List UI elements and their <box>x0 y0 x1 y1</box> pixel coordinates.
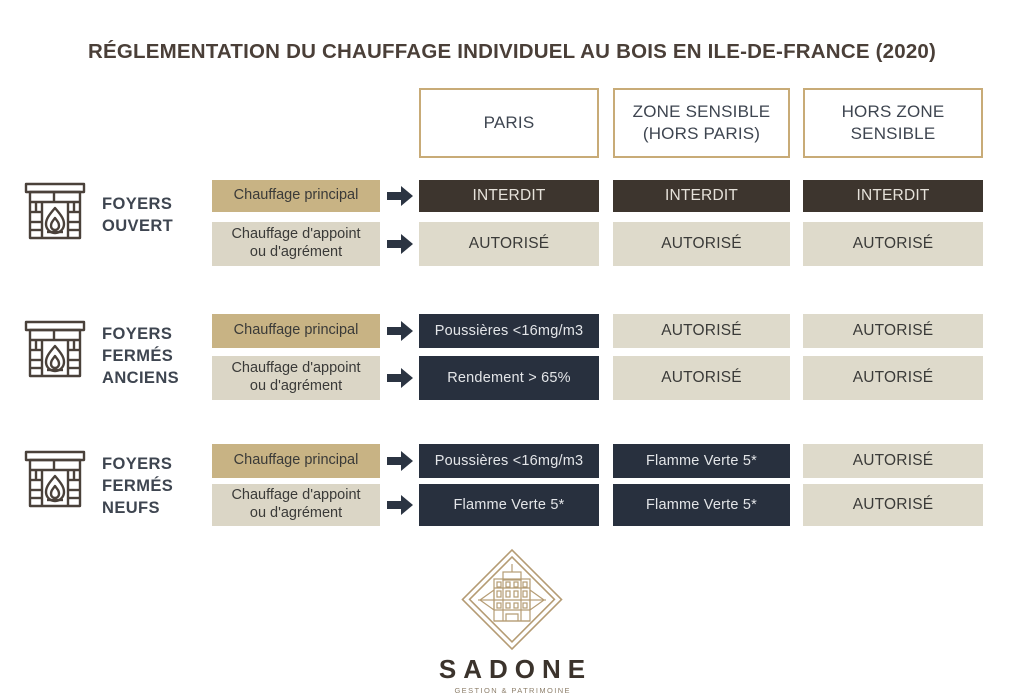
arrow-right-icon <box>386 180 414 212</box>
cell-zone-sensible-appoint: AUTORISÉ <box>613 222 790 266</box>
cell-zone-sensible-principal: AUTORISÉ <box>613 314 790 348</box>
cell-hors-zone-principal: AUTORISÉ <box>803 314 983 348</box>
column-header-label: PARIS <box>483 112 535 132</box>
cell-paris-principal: Poussières <16mg/m3 <box>419 444 599 478</box>
category-foyers-fermes-anciens: FOYERS FERMÉS ANCIENS <box>22 316 179 389</box>
cell-paris-appoint: AUTORISÉ <box>419 222 599 266</box>
usage-chip-principal: Chauffage principal <box>212 444 380 478</box>
column-header-hors-zone-sensible: HORS ZONE SENSIBLE <box>803 88 983 158</box>
column-header-paris: PARIS <box>419 88 599 158</box>
category-foyers-fermes-neufs: FOYERS FERMÉS NEUFS <box>22 446 173 519</box>
usage-chip-appoint: Chauffage d'appoint ou d'agrément <box>212 222 380 266</box>
brand-logo: SADONE GESTION & PATRIMOINE <box>0 548 1024 695</box>
cell-paris-principal: Poussières <16mg/m3 <box>419 314 599 348</box>
arrow-right-icon <box>386 444 414 478</box>
fireplace-icon <box>24 450 86 508</box>
page-title: RÉGLEMENTATION DU CHAUFFAGE INDIVIDUEL A… <box>87 40 937 63</box>
column-header-zone-sensible: ZONE SENSIBLE (HORS PARIS) <box>613 88 790 158</box>
cell-paris-principal: INTERDIT <box>419 180 599 212</box>
arrow-right-icon <box>386 314 414 348</box>
fireplace-icon <box>24 182 86 240</box>
cell-zone-sensible-principal: INTERDIT <box>613 180 790 212</box>
logo-tagline: GESTION & PATRIMOINE <box>454 686 571 695</box>
column-header-label: HORS ZONE SENSIBLE <box>841 101 945 143</box>
cell-hors-zone-principal: INTERDIT <box>803 180 983 212</box>
cell-zone-sensible-appoint: AUTORISÉ <box>613 356 790 400</box>
cell-paris-appoint: Rendement > 65% <box>419 356 599 400</box>
fireplace-icon <box>24 320 86 378</box>
cell-zone-sensible-appoint: Flamme Verte 5* <box>613 484 790 526</box>
column-header-label: ZONE SENSIBLE (HORS PARIS) <box>632 101 771 143</box>
cell-hors-zone-appoint: AUTORISÉ <box>803 222 983 266</box>
cell-hors-zone-principal: AUTORISÉ <box>803 444 983 478</box>
cell-hors-zone-appoint: AUTORISÉ <box>803 356 983 400</box>
category-foyers-ouvert: FOYERS OUVERT <box>22 178 173 244</box>
arrow-right-icon <box>386 222 414 266</box>
arrow-right-icon <box>386 356 414 400</box>
usage-chip-principal: Chauffage principal <box>212 180 380 212</box>
cell-zone-sensible-principal: Flamme Verte 5* <box>613 444 790 478</box>
cell-hors-zone-appoint: AUTORISÉ <box>803 484 983 526</box>
category-label: FOYERS FERMÉS NEUFS <box>102 455 174 517</box>
arrow-right-icon <box>386 484 414 526</box>
cell-paris-appoint: Flamme Verte 5* <box>419 484 599 526</box>
category-label: FOYERS OUVERT <box>102 195 174 235</box>
sadone-diamond-logo-icon <box>461 548 563 651</box>
usage-chip-appoint: Chauffage d'appoint ou d'agrément <box>212 484 380 526</box>
usage-chip-appoint: Chauffage d'appoint ou d'agrément <box>212 356 380 400</box>
usage-chip-principal: Chauffage principal <box>212 314 380 348</box>
logo-wordmark: SADONE <box>438 654 593 684</box>
category-label: FOYERS FERMÉS ANCIENS <box>102 325 180 387</box>
